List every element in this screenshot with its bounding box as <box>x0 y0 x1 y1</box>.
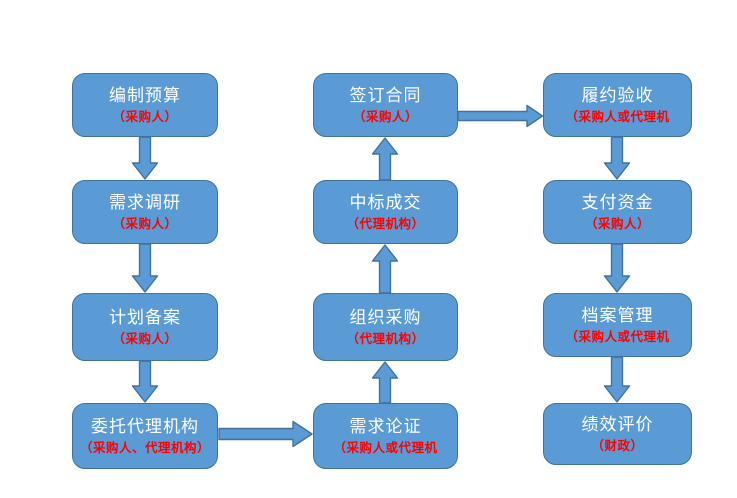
arrow-right-contract-to-acceptance-icon <box>457 104 544 128</box>
node-title: 支付资金 <box>581 192 654 212</box>
flow-node-plan-filing: 计划备案 （采购人） <box>72 293 218 361</box>
flow-node-demand-research: 需求调研 （采购人） <box>72 180 218 244</box>
node-title: 中标成交 <box>349 192 422 212</box>
arrow-right-entrust-to-demand-icon <box>218 420 313 448</box>
node-title: 签订合同 <box>349 85 422 105</box>
flow-node-budget-preparation: 编制预算 （采购人） <box>72 73 218 137</box>
arrow-up-bid-to-contract-icon <box>371 137 399 181</box>
flow-node-fund-payment: 支付资金 （采购人） <box>543 180 692 244</box>
arrow-down-acceptance-to-payment-icon <box>603 136 631 180</box>
node-subtitle: （采购人） <box>112 331 178 346</box>
node-subtitle: （财政） <box>591 438 644 453</box>
node-title: 组织采购 <box>349 307 422 327</box>
node-title: 履约验收 <box>581 85 654 105</box>
node-title: 编制预算 <box>109 85 181 105</box>
node-title: 绩效评价 <box>581 414 654 434</box>
arrow-down-budget-to-research-icon <box>131 136 159 180</box>
arrow-down-archive-to-evaluation-icon <box>603 356 631 403</box>
node-subtitle: （采购人） <box>112 216 178 231</box>
node-title: 需求论证 <box>349 416 422 436</box>
node-title: 需求调研 <box>109 192 181 212</box>
node-subtitle: （采购人） <box>584 216 650 231</box>
flow-node-entrust-agency: 委托代理机构 （采购人、代理机构） <box>72 403 218 469</box>
node-subtitle: （代理机构） <box>346 216 425 231</box>
node-subtitle: （采购人或代理机 <box>333 440 438 455</box>
node-subtitle: （采购人或代理机 <box>565 109 670 124</box>
flow-node-bid-award: 中标成交 （代理机构） <box>313 180 458 244</box>
arrow-down-filing-to-entrust-icon <box>131 360 159 403</box>
arrow-up-organize-to-bid-icon <box>371 244 399 294</box>
node-subtitle: （采购人、代理机构） <box>79 440 210 455</box>
node-title: 计划备案 <box>109 307 181 327</box>
flow-node-sign-contract: 签订合同 （采购人） <box>313 73 458 137</box>
node-subtitle: （采购人） <box>352 109 418 124</box>
flow-node-archive-management: 档案管理 （采购人或代理机 <box>543 293 692 357</box>
node-title: 档案管理 <box>581 305 654 325</box>
node-subtitle: （采购人或代理机 <box>565 329 670 344</box>
flow-node-demand-verification: 需求论证 （采购人或代理机 <box>313 403 458 469</box>
node-title: 委托代理机构 <box>91 416 199 436</box>
flow-node-performance-acceptance: 履约验收 （采购人或代理机 <box>543 73 692 137</box>
arrow-up-demand-to-organize-icon <box>371 361 399 404</box>
flow-node-performance-evaluation: 绩效评价 （财政） <box>543 403 692 465</box>
node-subtitle: （代理机构） <box>346 331 425 346</box>
flow-node-organize-procurement: 组织采购 （代理机构） <box>313 293 458 361</box>
node-subtitle: （采购人） <box>112 109 178 124</box>
arrow-down-payment-to-archive-icon <box>603 243 631 293</box>
arrow-down-research-to-filing-icon <box>131 243 159 293</box>
